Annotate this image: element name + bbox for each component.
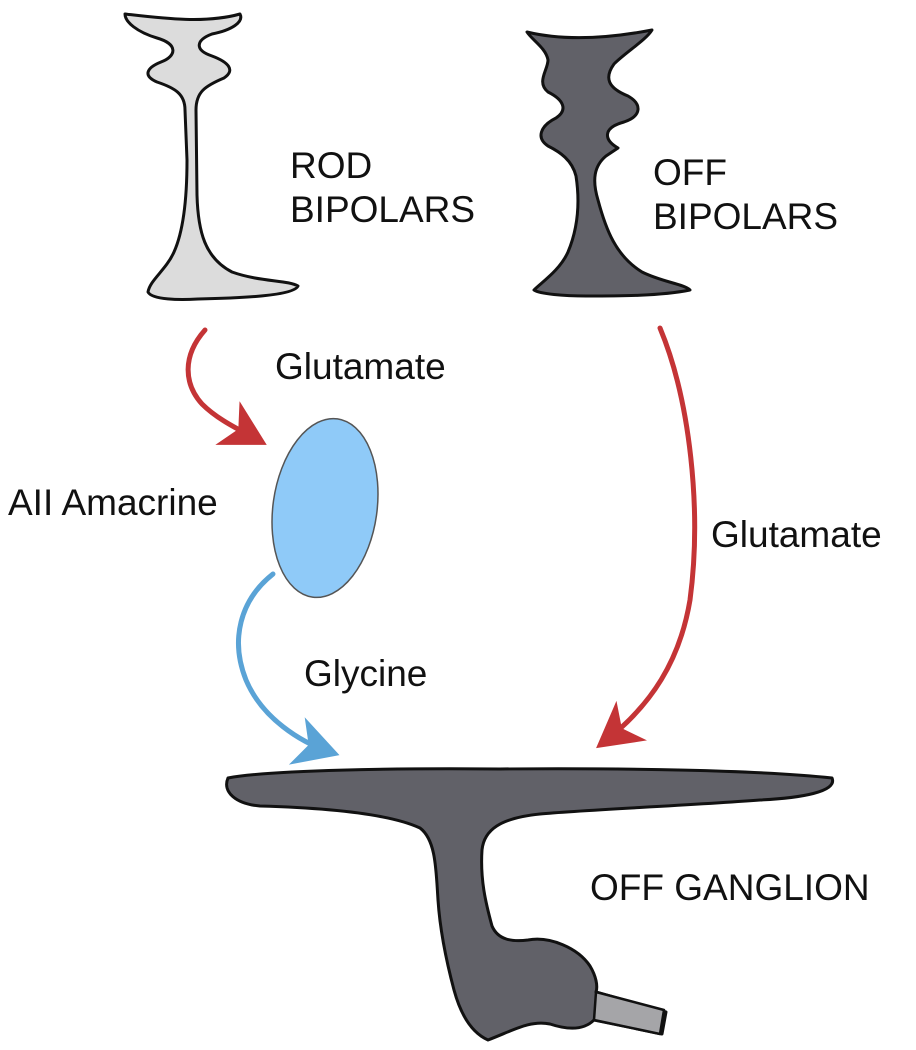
rod-bipolars-label-line2: BIPOLARS [290,189,476,230]
rod-bipolar-cell [123,12,300,301]
glutamate-label-rod: Glutamate [275,346,446,387]
glutamate-arrow-rod [185,327,267,445]
glutamate-arrow-off [596,325,698,749]
off-bipolar-cell [525,28,692,298]
off-ganglion-label: OFF GANGLION [590,867,870,908]
off-bipolars-label-line1: OFF [653,152,727,193]
off-ganglion-cell [225,767,835,1042]
off-bipolars-label: OFF BIPOLARS [653,151,838,239]
glutamate-label-off: Glutamate [711,514,882,555]
glycine-arrow [236,571,340,765]
ganglion-axon [592,990,666,1036]
off-bipolars-label-line2: BIPOLARS [653,196,839,237]
aii-amacrine-cell [271,417,379,599]
rod-bipolars-label: ROD BIPOLARS [290,144,475,232]
glycine-label: Glycine [304,653,428,694]
aii-amacrine-label: AII Amacrine [8,482,218,523]
rod-bipolars-label-line1: ROD [290,145,373,186]
